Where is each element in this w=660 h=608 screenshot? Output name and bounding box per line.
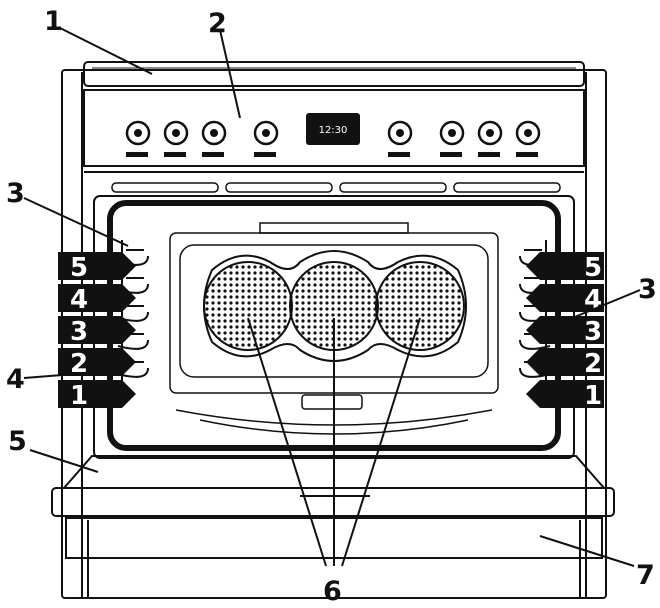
rack-level-left-2: 2 bbox=[70, 349, 88, 379]
rack-level-left-5: 5 bbox=[70, 253, 88, 283]
callout-5: 5 bbox=[8, 426, 27, 457]
rack-level-left-1: 1 bbox=[70, 381, 88, 411]
fan-grille-right bbox=[375, 261, 465, 351]
control-panel bbox=[83, 89, 585, 167]
callout-6: 6 bbox=[323, 576, 342, 603]
rack-level-right-1: 1 bbox=[584, 381, 602, 411]
callout-4: 4 bbox=[6, 364, 25, 395]
probe-socket bbox=[301, 394, 363, 410]
rack-level-right-4: 4 bbox=[584, 285, 602, 315]
rack-level-right-2: 2 bbox=[584, 349, 602, 379]
clock-display-time: 12:30 bbox=[319, 125, 348, 136]
fan-outline bbox=[203, 250, 467, 362]
callout-2: 2 bbox=[208, 8, 227, 39]
leader-lines bbox=[23, 27, 641, 567]
callout-3-right: 3 bbox=[638, 274, 657, 305]
clock-display bbox=[306, 113, 360, 145]
callout-1: 1 bbox=[44, 6, 63, 37]
callout-7: 7 bbox=[636, 560, 655, 591]
rack-level-left-4: 4 bbox=[70, 285, 88, 315]
rack-level-right-5: 5 bbox=[584, 253, 602, 283]
rack-tags-left bbox=[58, 252, 136, 408]
fan-grilles bbox=[203, 261, 465, 351]
oven-light bbox=[259, 222, 409, 234]
callout-3-left: 3 bbox=[6, 178, 25, 209]
rack-tags-right bbox=[526, 252, 604, 408]
rack-level-right-3: 3 bbox=[584, 317, 602, 347]
knob-centers bbox=[134, 129, 532, 137]
rack-level-left-3: 3 bbox=[70, 317, 88, 347]
vent-slots bbox=[111, 182, 561, 193]
hob bbox=[83, 61, 585, 87]
knob-indicators bbox=[126, 152, 538, 157]
fan-grille-left bbox=[203, 261, 293, 351]
